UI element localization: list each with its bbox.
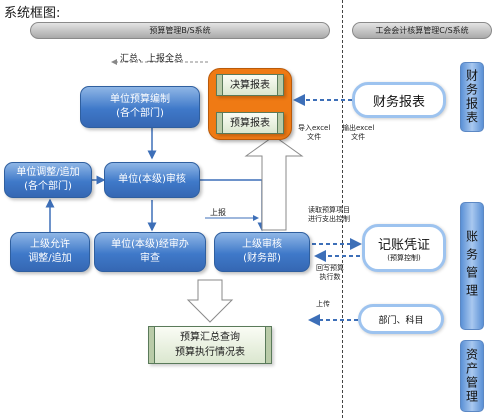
upload-label: 上传 [316, 300, 330, 308]
unit-adjust-node: 单位调整/追加 (各个部门) [4, 162, 92, 198]
account-management-tab: 账务管理 [460, 202, 484, 330]
writeback-label: 回写预算 执行数 [316, 264, 344, 281]
unit-agency-node: 单位(本级)经审办 审查 [94, 232, 206, 272]
voucher-title: 记账凭证 [377, 237, 430, 253]
fin-report-node: 财务报表 [352, 82, 446, 118]
submit-label: 上报 [210, 208, 226, 217]
bs-system-banner: 预算管理B/S系统 [30, 22, 330, 39]
summary-query-node: 预算汇总查询 预算执行情况表 [148, 326, 272, 364]
cs-system-banner: 工会会计核算管理C/S系统 [352, 22, 492, 39]
read-budget-label: 读取预算项目 进行支出控制 [308, 206, 350, 223]
export-excel-label: 输出excel 文件 [342, 124, 375, 141]
dept-subject-node: 部门、科目 [358, 304, 444, 334]
asset-management-tab: 资产管理 [460, 340, 484, 412]
superior-review-node: 上级审核 (财务部) [214, 232, 310, 272]
page-title: 系统框图: [4, 6, 61, 21]
voucher-node: 记账凭证 (预算控制) [362, 224, 446, 272]
final-report-node: 决算报表 [216, 74, 284, 96]
unit-budget-node: 单位预算编制 (各个部门) [80, 86, 200, 128]
budget-report-node: 预算报表 [216, 112, 284, 134]
voucher-subtitle: (预算控制) [387, 253, 421, 262]
review-to-superior-arrow [200, 179, 267, 232]
system-divider [342, 0, 343, 418]
unit-review-node: 单位(本级)审核 [104, 162, 200, 198]
fin-report-tab: 财务报表 [460, 62, 484, 132]
big-down-arrow [186, 279, 234, 323]
summary-upload-label: 汇总、上报全总 [120, 54, 184, 64]
big-up-arrow [244, 135, 304, 231]
import-excel-label: 导入excel 文件 [298, 124, 331, 141]
superior-allow-node: 上级允许 调整/追加 [10, 232, 90, 272]
